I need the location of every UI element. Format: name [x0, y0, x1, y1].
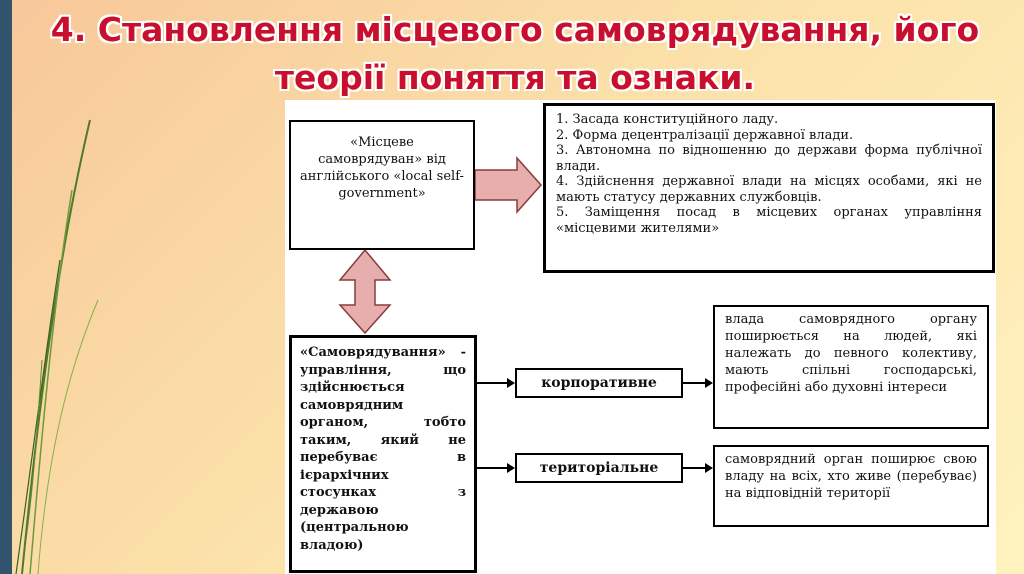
features-box: 1. Засада конституційного ладу. 2. Форма…: [543, 103, 995, 273]
diagram-panel: «Місцеве самоврядуван» від англійського …: [285, 100, 996, 574]
corporate-description-box: влада самоврядного органу поширюється на…: [713, 305, 989, 429]
arrow-to-corporate-desc-icon: [705, 378, 713, 388]
arrow-right-icon: [474, 156, 543, 214]
feature-item: 1. Засада конституційного ладу.: [556, 112, 779, 127]
territorial-type-box: територіальне: [515, 453, 683, 483]
diagram-connectors: [338, 156, 713, 473]
left-side-band: [0, 0, 12, 574]
corporate-type-box: корпоративне: [515, 368, 683, 398]
feature-item: 2. Форма децентралізації державної влади…: [556, 127, 854, 143]
territorial-description-box: самоврядний орган поширює свою владу на …: [713, 445, 989, 527]
arrow-to-corporate-icon: [507, 378, 515, 388]
arrow-to-territorial-icon: [507, 463, 515, 473]
feature-item: 3. Автономна по відношенню до держави фо…: [556, 143, 982, 174]
definition-box: «Самоврядування» - управління, що здійсн…: [289, 335, 477, 573]
origin-box: «Місцеве самоврядуван» від англійського …: [289, 120, 475, 250]
arrow-to-territorial-desc-icon: [705, 463, 713, 473]
feature-item: 5. Заміщення посад в місцевих органах уп…: [556, 205, 982, 236]
decorative-lines: [15, 119, 99, 574]
arrow-double-vertical-icon: [338, 248, 392, 335]
feature-item: 4. Здійснення державної влади на місцях …: [556, 174, 982, 205]
slide-title: 4. Становлення місцевого самоврядування,…: [50, 10, 980, 97]
